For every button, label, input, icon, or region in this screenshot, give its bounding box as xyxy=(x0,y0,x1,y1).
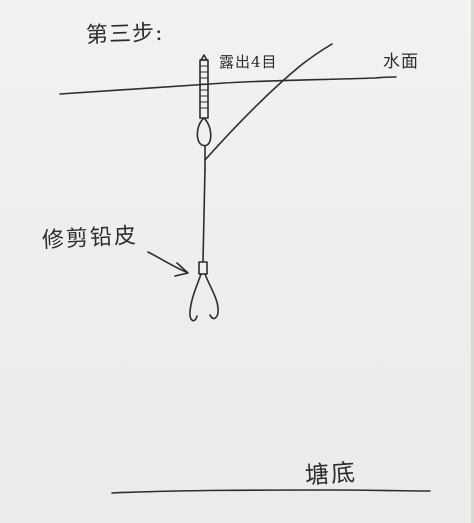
water-surface-line xyxy=(59,76,397,95)
float-body xyxy=(196,117,212,147)
hook-right xyxy=(204,273,219,320)
page-title: 第三步: xyxy=(85,20,164,49)
main-line xyxy=(204,43,333,161)
sinker-label: 修剪铅皮 xyxy=(41,223,139,254)
pond-bottom-line xyxy=(111,489,431,494)
hook-left xyxy=(189,273,202,322)
sinker-arrow xyxy=(147,251,187,273)
water-surface-label: 水面 xyxy=(383,52,419,72)
paper-edge xyxy=(471,0,474,523)
pond-bottom-label: 塘底 xyxy=(304,458,358,490)
float-tip-ticks xyxy=(199,65,209,109)
sinker-arrowhead xyxy=(174,262,189,277)
sinker-swivel xyxy=(198,261,208,275)
float-tip-label: 露出4目 xyxy=(219,53,278,71)
float-cap xyxy=(200,54,208,61)
float-tip xyxy=(199,59,209,119)
leader-line xyxy=(202,167,206,263)
